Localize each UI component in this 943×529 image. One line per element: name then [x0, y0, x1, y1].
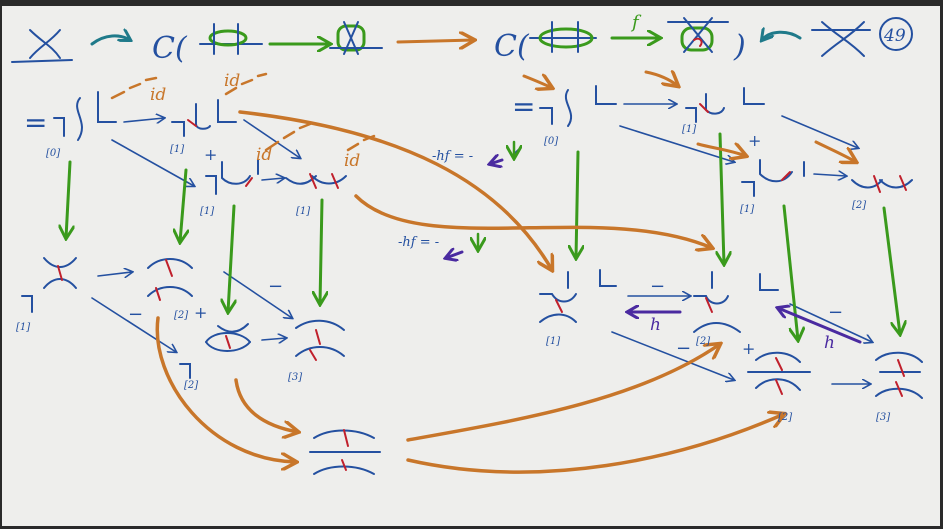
hf-label-2: -hf = - — [398, 235, 439, 250]
minus-label-5: − — [828, 302, 843, 323]
id-label-2: id — [224, 71, 240, 91]
degree-right-0: [0] — [544, 136, 558, 147]
plus-label-3: + — [748, 131, 761, 150]
header-cobordism-4 — [667, 17, 729, 53]
degree-right-1c: [1] — [546, 336, 560, 347]
minus-label-4: − — [676, 338, 691, 359]
header-curved-arrow-2 — [762, 32, 802, 40]
degree-right-3: [3] — [876, 412, 890, 423]
node-left-bottom-2 — [147, 258, 193, 301]
equals-right: = — [512, 90, 535, 123]
header-crossing-1 — [11, 29, 73, 63]
header-crossing-2 — [811, 21, 871, 57]
right-blue-arrows — [511, 104, 872, 384]
right-orange-short — [522, 72, 856, 162]
left-cube: = — [21, 72, 381, 475]
node-right-0 — [539, 85, 617, 127]
plus-label-4: + — [742, 339, 755, 358]
id-label-1: id — [150, 85, 166, 105]
plus-label-2: + — [194, 303, 207, 322]
equals-left: = — [24, 106, 47, 139]
right-green-arrows — [576, 132, 900, 340]
node-right-bottom-3 — [747, 351, 811, 395]
node-left-bottom-3 — [179, 323, 251, 379]
degree-right-2a: [2] — [852, 200, 866, 211]
plus-label-1: + — [204, 145, 217, 164]
node-left-1b — [205, 159, 259, 195]
node-left-0 — [53, 91, 117, 141]
degree-left-1c: [1] — [296, 206, 310, 217]
left-green-arrows — [66, 160, 322, 312]
minus-label-1: − — [268, 276, 283, 297]
node-left-1a — [171, 99, 237, 137]
complex-open-2: C( — [494, 29, 530, 64]
degree-left-2a: [2] — [174, 310, 188, 321]
labels: id id id id + + + + − − − − − -hf = - -h… — [16, 71, 890, 423]
degree-left-1d: [1] — [16, 322, 30, 333]
header-orange-arrow — [396, 40, 474, 42]
degree-right-1a: [1] — [682, 124, 696, 135]
page-number: 49 — [883, 26, 906, 46]
right-cube: = — [446, 72, 923, 399]
degree-left-0: [0] — [46, 148, 60, 159]
h-label-1: h — [650, 315, 661, 335]
orange-long-arrows — [155, 110, 784, 474]
degree-left-1a: [1] — [170, 144, 184, 155]
page-number-circle — [879, 17, 913, 51]
id-label-4: id — [344, 151, 360, 171]
node-right-bottom-2 — [693, 271, 779, 333]
small-green-arrows — [478, 140, 514, 250]
header-cobordism-1 — [199, 23, 263, 55]
complex-close-2: ) — [733, 29, 746, 64]
node-center-bottom — [309, 429, 381, 475]
hf-label-1: -hf = - — [432, 149, 473, 164]
left-blue-arrows — [91, 118, 300, 352]
node-right-2 — [851, 175, 913, 193]
header-row: C( C( f ) — [11, 12, 913, 66]
node-left-bottom-1 — [21, 257, 77, 313]
degree-left-1b: [1] — [200, 206, 214, 217]
header-cobordism-2 — [329, 21, 383, 55]
minus-label-2: − — [128, 304, 143, 325]
header-cobordism-3 — [529, 21, 597, 53]
node-right-1b — [741, 159, 805, 197]
degree-left-3: [3] — [288, 372, 302, 383]
node-right-bottom-4 — [875, 351, 923, 399]
node-right-1a — [685, 87, 765, 123]
id-label-3: id — [256, 145, 272, 165]
node-left-1c — [285, 173, 347, 189]
node-right-bottom-1 — [539, 269, 617, 323]
header-curved-arrow-1 — [90, 36, 130, 46]
degree-right-1b: [1] — [740, 204, 754, 215]
node-left-bottom-4 — [295, 319, 345, 361]
degree-left-2b: [2] — [184, 380, 198, 391]
purple-h-arrows — [446, 160, 862, 344]
paper-sheet — [2, 6, 940, 526]
degree-right-2b: [2] — [696, 336, 710, 347]
degree-right-2c: [2] — [778, 412, 792, 423]
left-id-dashes — [110, 72, 376, 152]
minus-label-3: − — [650, 276, 665, 297]
complex-open-1: C( — [152, 31, 188, 66]
h-label-2: h — [824, 333, 835, 353]
